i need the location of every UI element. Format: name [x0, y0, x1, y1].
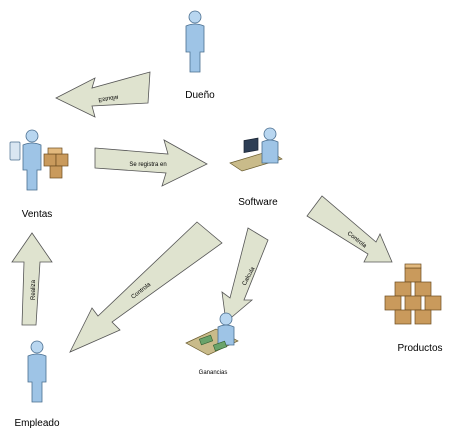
- arrow-label-ventas-software: Se registra en: [129, 162, 166, 168]
- ganancias-icon: [185, 312, 239, 356]
- node-label-productos: Productos: [397, 343, 442, 354]
- arrow-label-empleado-ventas: Realiza: [31, 279, 37, 300]
- node-label-software: Software: [238, 197, 278, 208]
- empleado-icon: [27, 340, 47, 403]
- software-icon: [229, 127, 283, 172]
- productos-icon: [384, 263, 442, 325]
- node-label-dueno: Dueño: [185, 90, 215, 101]
- arrow-software-productos: Controla: [306, 195, 393, 263]
- dueno-icon: [185, 10, 205, 73]
- ventas-icon: [9, 129, 69, 191]
- arrow-label-dueno-ventas: Estudia: [98, 94, 119, 103]
- arrow-software-empleado: Controla: [69, 221, 223, 353]
- arrow-dueno-ventas: Estudia: [55, 71, 151, 118]
- node-label-ganancias: Ganancias: [199, 370, 228, 376]
- arrow-empleado-ventas: Realiza: [11, 232, 53, 326]
- arrow-ventas-software: Se registra en: [94, 139, 208, 187]
- node-label-empleado: Empleado: [14, 418, 59, 429]
- arrow-software-ganancias: Calcula: [221, 227, 269, 323]
- node-label-ventas: Ventas: [22, 209, 53, 220]
